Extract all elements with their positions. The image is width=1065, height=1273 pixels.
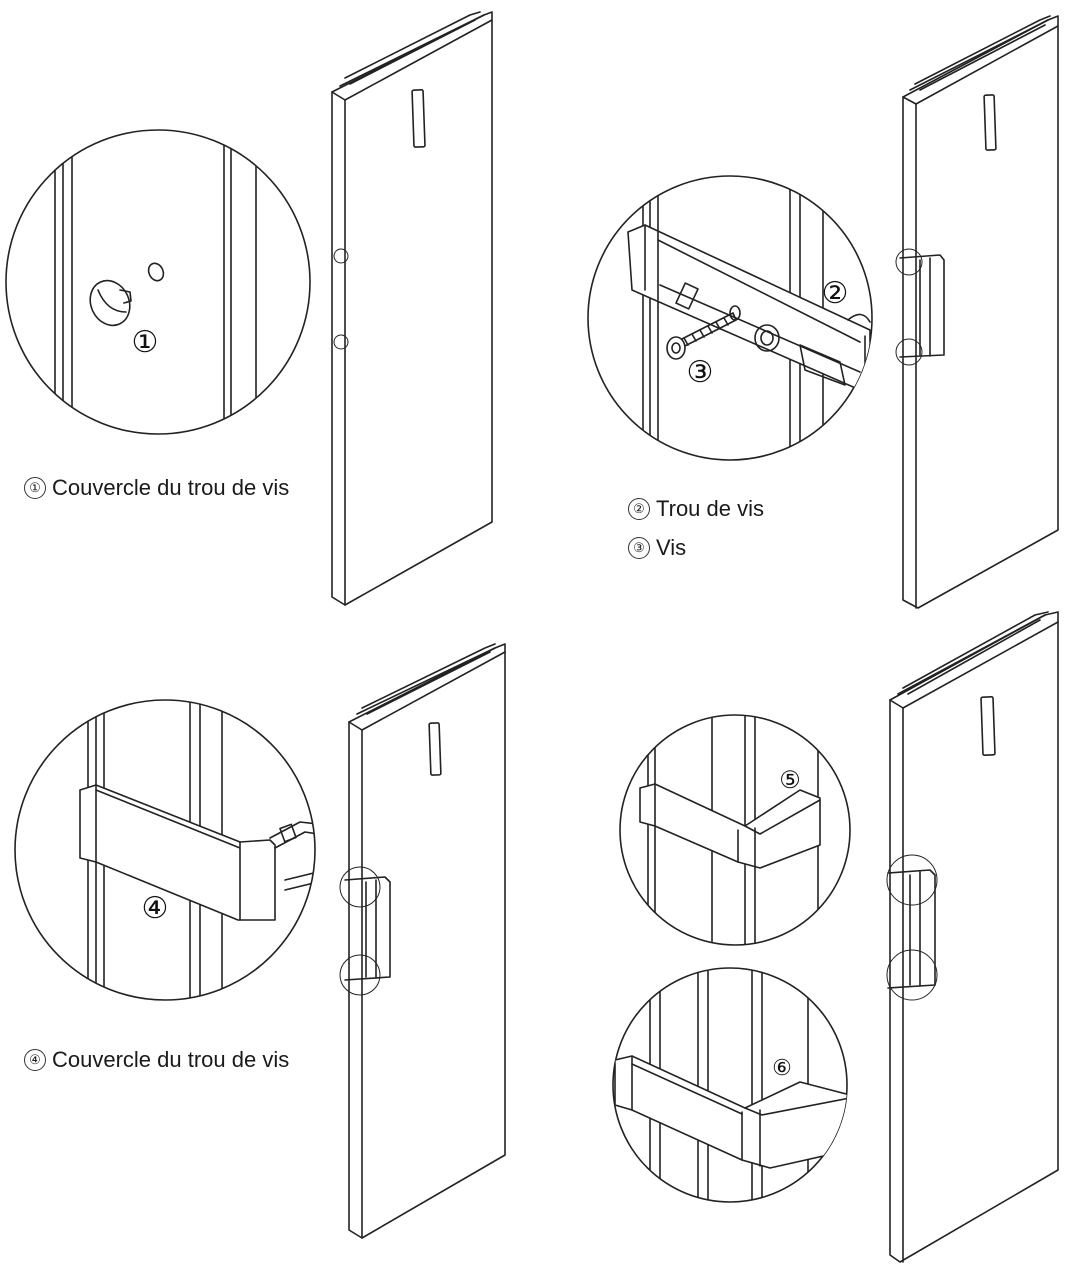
caption-4: ④ Couvercle du trou de vis bbox=[24, 1045, 324, 1075]
caption-3-number: ③ bbox=[628, 537, 650, 559]
panel-4: ⑤ ⑥ bbox=[612, 611, 1059, 1263]
panel-1: ① bbox=[5, 11, 493, 606]
detail-circle-5: ⑤ bbox=[619, 714, 851, 946]
door-2 bbox=[895, 15, 1059, 609]
door-1 bbox=[331, 11, 493, 606]
caption-3-text: Vis bbox=[656, 535, 687, 560]
caption-1-number: ① bbox=[24, 477, 46, 499]
panel-2: ② ③ bbox=[587, 15, 1059, 609]
callout-number-1: ① bbox=[132, 326, 159, 359]
callout-number-3: ③ bbox=[687, 356, 714, 389]
detail-circle-3: ④ bbox=[14, 699, 316, 1001]
detail-circle-2: ② ③ bbox=[587, 175, 873, 461]
panel-3: ④ bbox=[14, 643, 506, 1239]
caption-3: ③ Vis bbox=[628, 533, 868, 563]
caption-1-text: Couvercle du trou de vis bbox=[52, 475, 290, 500]
caption-4-number: ④ bbox=[24, 1049, 46, 1071]
detail-circle-1: ① bbox=[5, 129, 311, 435]
screw-shape bbox=[666, 312, 737, 360]
caption-4-text: Couvercle du trou de vis bbox=[52, 1047, 290, 1072]
callout-number-2: ② bbox=[822, 277, 849, 310]
callout-number-4: ④ bbox=[142, 892, 169, 925]
caption-2-text: Trou de vis bbox=[656, 496, 765, 521]
callout-number-5: ⑤ bbox=[779, 767, 801, 794]
callout-number-6: ⑥ bbox=[772, 1055, 792, 1080]
caption-2: ② Trou de vis bbox=[628, 494, 868, 524]
caption-1: ① Couvercle du trou de vis bbox=[24, 473, 324, 503]
door-3 bbox=[339, 643, 506, 1239]
caption-2-number: ② bbox=[628, 498, 650, 520]
door-4 bbox=[886, 611, 1059, 1263]
detail-circle-6: ⑥ bbox=[612, 967, 848, 1203]
